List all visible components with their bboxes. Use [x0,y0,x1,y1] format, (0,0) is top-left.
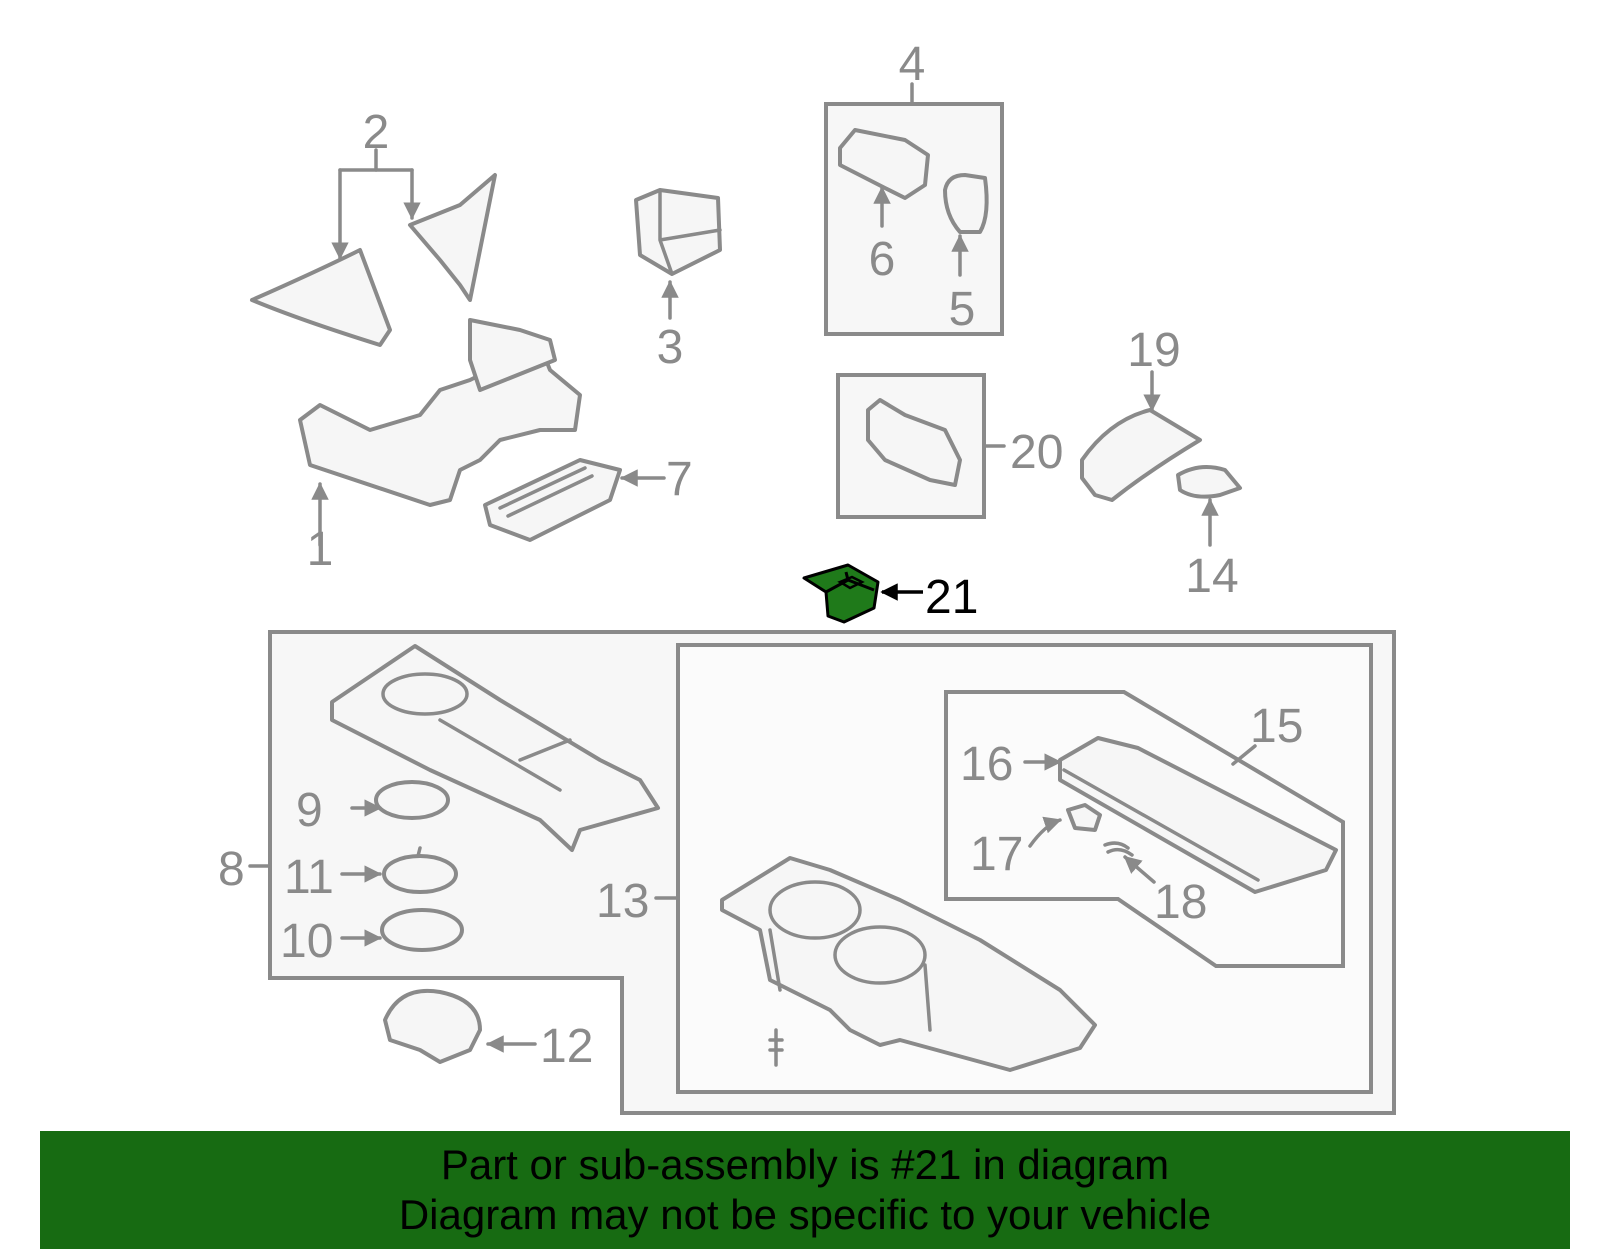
part-7-tray [483,458,666,542]
callout-10: 10 [280,915,333,968]
part-5 [943,173,989,234]
part-3-switch [634,188,722,320]
callout-21: 21 [925,571,978,624]
box-20 [836,373,1006,519]
info-banner: Part or sub-assembly is #21 in diagram D… [40,1131,1570,1249]
box-4 [824,82,1004,336]
callout-9: 9 [296,784,323,837]
callout-20: 20 [1010,426,1063,479]
callout-15: 15 [1250,700,1303,753]
callout-5: 5 [949,283,976,336]
callout-14: 14 [1185,550,1238,603]
callout-2: 2 [363,106,390,159]
callout-18: 18 [1154,876,1207,929]
part-1-console-base [298,318,582,547]
callout-6: 6 [869,233,896,286]
callout-8: 8 [218,843,245,896]
box-15 [944,690,1345,968]
callout-11: 11 [284,851,334,904]
part-2-trim-panels [250,148,497,347]
callout-13: 13 [596,875,649,928]
callout-1: 1 [307,523,334,576]
callout-16: 16 [960,738,1013,791]
banner-line-2: Diagram may not be specific to your vehi… [398,1191,1212,1238]
callout-3: 3 [657,321,684,374]
banner-line-1: Part or sub-assembly is #21 in diagram [440,1141,1170,1188]
callout-4: 4 [899,38,926,91]
callout-19: 19 [1127,324,1180,377]
callout-7: 7 [666,453,693,506]
callout-17: 17 [970,828,1023,881]
part-21-highlighted [802,563,923,624]
callout-12: 12 [540,1020,593,1073]
part-19-14 [1080,370,1242,547]
part-6 [838,128,930,200]
